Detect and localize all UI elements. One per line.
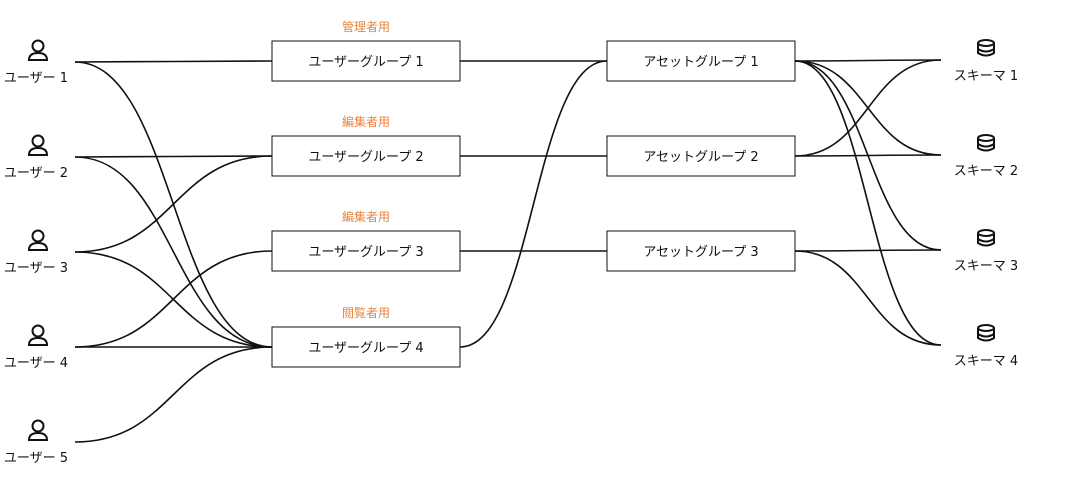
user-icon	[27, 324, 49, 346]
asset-group-node: アセットグループ 1	[606, 40, 796, 82]
user-icon	[27, 39, 49, 61]
asset-group-node: アセットグループ 3	[606, 230, 796, 272]
user-group-node: ユーザーグループ 2 編集者用	[271, 114, 461, 177]
user-group-box	[271, 326, 461, 368]
user-group-node: ユーザーグループ 1 管理者用	[271, 19, 461, 82]
user-group-link	[74, 155, 273, 158]
schema-node: スキーマ 1	[954, 39, 1018, 84]
asset-group-box	[606, 40, 796, 82]
asset-group-node: アセットグループ 2	[606, 135, 796, 177]
user-group-label: ユーザーグループ 3	[308, 245, 423, 260]
asset-schema-link	[794, 250, 942, 346]
asset-group-box	[606, 230, 796, 272]
user-icon	[27, 134, 49, 156]
user-group-label: ユーザーグループ 1	[308, 55, 423, 70]
user-group-link	[74, 155, 273, 253]
user-group-node: ユーザーグループ 4 閲覧者用	[271, 306, 461, 368]
user-node: ユーザー 1	[4, 39, 68, 86]
asset-schema-link	[794, 154, 942, 157]
asset-group-label: アセットグループ 2	[643, 150, 758, 165]
role-label: 編集者用	[342, 209, 390, 224]
user-icon	[27, 229, 49, 251]
user-group-link	[74, 60, 273, 63]
user-group-node: ユーザーグループ 3 編集者用	[271, 209, 461, 272]
database-icon	[977, 229, 995, 247]
database-icon	[977, 134, 995, 152]
user-group-link	[74, 250, 273, 348]
user-group-box	[271, 40, 461, 82]
asset-group-label: アセットグループ 1	[643, 55, 758, 70]
schema-node: スキーマ 3	[954, 229, 1018, 274]
role-label: 管理者用	[342, 19, 390, 34]
asset-schema-link	[794, 59, 942, 157]
connection-lines	[74, 59, 942, 443]
group-asset-link	[459, 60, 608, 348]
schema-node: スキーマ 2	[954, 134, 1018, 179]
asset-group-box	[606, 135, 796, 177]
user-label: ユーザー 4	[4, 356, 68, 371]
user-group-label: ユーザーグループ 2	[308, 150, 423, 165]
user-group-link	[74, 156, 273, 348]
user-node: ユーザー 2	[4, 134, 68, 181]
role-label: 編集者用	[342, 114, 390, 129]
asset-group-label: アセットグループ 3	[643, 245, 758, 260]
user-group-box	[271, 230, 461, 272]
asset-schema-link	[794, 60, 942, 346]
user-icon	[27, 419, 49, 441]
asset-schema-link	[794, 249, 942, 252]
user-group-link	[74, 346, 273, 443]
user-node: ユーザー 3	[4, 229, 68, 276]
diagram-nodes: ユーザー 1 ユーザー 2 ユーザー 3 ユーザー 4 ユーザー 5 ユーザーグループ 1…	[4, 19, 1018, 466]
database-icon	[977, 39, 995, 57]
user-label: ユーザー 2	[4, 166, 68, 181]
schema-label: スキーマ 3	[954, 259, 1018, 274]
schema-node: スキーマ 4	[954, 324, 1018, 369]
user-label: ユーザー 1	[4, 71, 68, 86]
schema-label: スキーマ 1	[954, 69, 1018, 84]
user-label: ユーザー 5	[4, 451, 68, 466]
role-label: 閲覧者用	[342, 306, 390, 320]
asset-schema-link	[794, 59, 942, 62]
user-group-box	[271, 135, 461, 177]
user-node: ユーザー 5	[4, 419, 68, 466]
database-icon	[977, 324, 995, 342]
schema-label: スキーマ 2	[954, 164, 1018, 179]
user-group-label: ユーザーグループ 4	[308, 341, 423, 356]
user-node: ユーザー 4	[4, 324, 68, 371]
schema-label: スキーマ 4	[954, 354, 1018, 369]
user-label: ユーザー 3	[4, 261, 68, 276]
